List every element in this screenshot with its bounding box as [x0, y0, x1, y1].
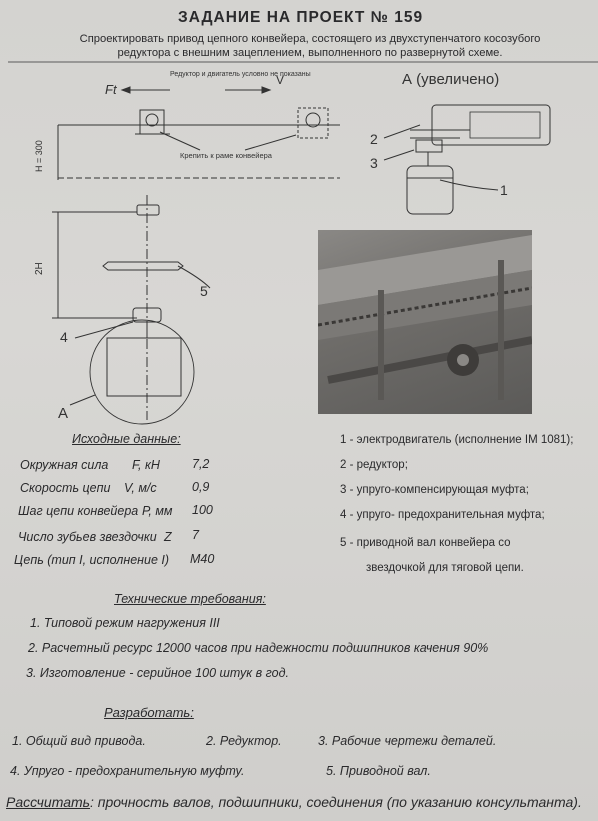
callout-1: 1	[500, 182, 508, 198]
legend-item: 5 - приводной вал конвейера со	[340, 537, 511, 549]
mount-note: Крепить к раме конвейера	[180, 151, 273, 160]
calc-text: : прочность валов, подшипники, соединени…	[90, 794, 582, 810]
legend-item: 3 - упруго-компенсирующая муфта;	[340, 484, 529, 496]
intro-text: Спроектировать привод цепного конвейера,…	[79, 33, 541, 59]
callout-4: 4	[60, 329, 68, 345]
tech-item: 3. Изготовление - серийное 100 штук в го…	[26, 666, 289, 680]
param-label: Скорость цепи	[20, 481, 111, 495]
param-value: 0,9	[192, 480, 210, 494]
reducer-note: Редуктор и двигатель условно не показаны	[170, 71, 311, 78]
calc-heading: Рассчитать	[6, 794, 91, 810]
legend-item: 4 - упруго- предохранительная муфта;	[340, 509, 545, 521]
develop-heading: Разработать:	[104, 705, 194, 720]
param-symbol: Р, мм	[142, 504, 173, 518]
view-a-title: А (увеличено)	[402, 71, 499, 88]
param-label: Цепь (тип I, исполнение I)	[14, 553, 170, 567]
develop-item: 2. Редуктор.	[206, 734, 282, 748]
force-label: Ft	[105, 82, 118, 97]
callout-3: 3	[370, 155, 378, 171]
drive-diagram: Ft V Редуктор и двигатель условно не пок…	[8, 61, 598, 425]
tech-item: 1. Типовой режим нагружения III	[30, 616, 220, 630]
develop-item: 4. Упруго - предохранительную муфту.	[10, 764, 245, 778]
legend-item: звездочкой для тяговой цепи.	[366, 562, 524, 574]
span-dimension: 2H	[34, 262, 45, 275]
callout-5: 5	[200, 283, 208, 299]
develop-item: 1. Общий вид привода.	[12, 734, 146, 748]
velocity-label: V	[276, 73, 284, 87]
height-dimension: H = 300	[34, 140, 44, 172]
initial-data-heading: Исходные данные:	[72, 432, 181, 446]
legend-item: 1 - электродвигатель (исполнение IM 1081…	[340, 434, 574, 446]
param-value: 7,2	[192, 457, 210, 471]
tech-heading: Технические требования:	[114, 592, 266, 606]
param-value: 100	[192, 503, 213, 517]
develop-item: 5. Приводной вал.	[326, 764, 431, 778]
calc-line: Рассчитать: прочность валов, подшипники,…	[6, 794, 582, 810]
conveyor-photo	[318, 230, 532, 414]
param-label: Шаг цепи конвейера	[18, 504, 139, 518]
page-title: ЗАДАНИЕ НА ПРОЕКТ № 159	[178, 9, 424, 26]
callout-2: 2	[370, 131, 378, 147]
param-symbol: Z	[164, 530, 172, 544]
param-symbol: F, кН	[132, 458, 160, 472]
tech-item: 2. Расчетный ресурс 12000 часов при наде…	[28, 641, 489, 655]
view-a-letter: А	[58, 405, 68, 422]
param-label: Окружная сила	[20, 458, 109, 472]
develop-item: 3. Рабочие чертежи деталей.	[318, 734, 497, 748]
legend-item: 2 - редуктор;	[340, 459, 408, 471]
param-value: М40	[190, 552, 215, 566]
param-label: Число зубьев звездочки	[18, 530, 157, 544]
param-symbol: V, м/с	[124, 481, 157, 495]
param-value: 7	[192, 528, 199, 542]
